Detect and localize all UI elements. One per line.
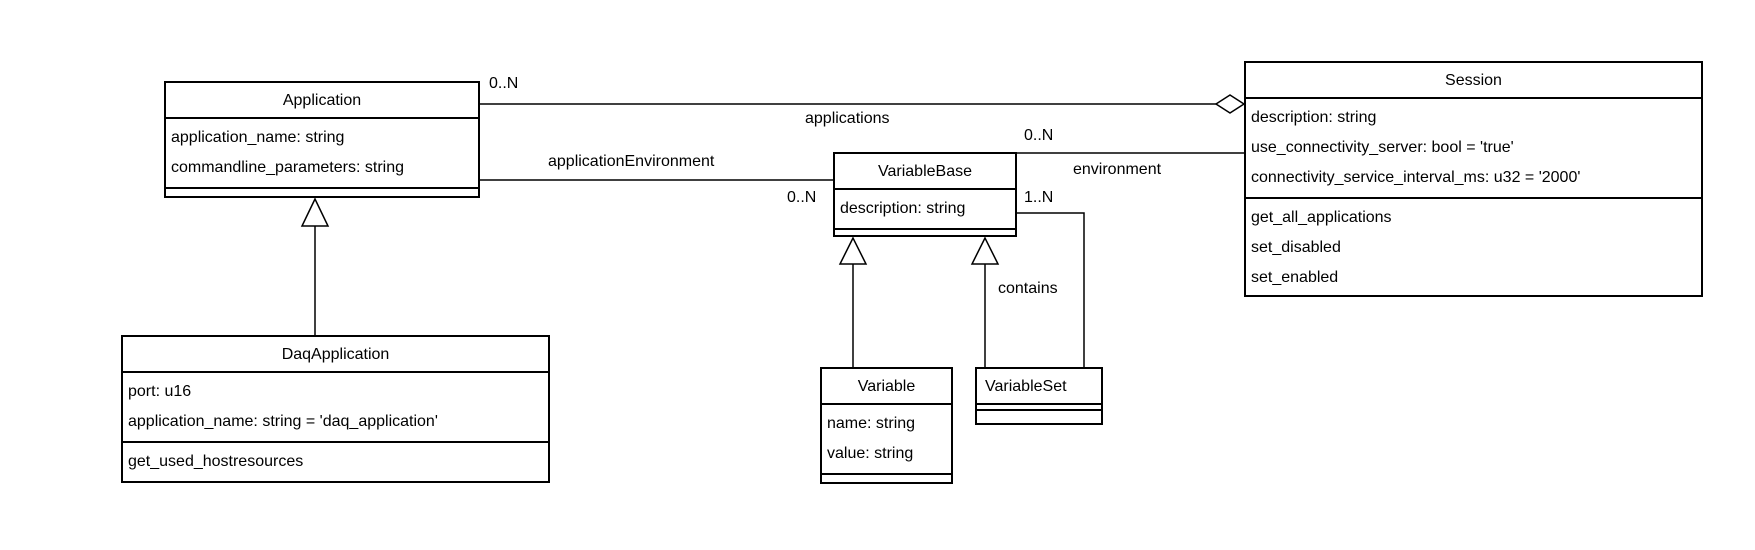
class-session-name: Session — [1246, 63, 1701, 99]
operation: get_used_hostresources — [128, 453, 304, 470]
aggregation-diamond-icon — [1214, 94, 1246, 114]
attribute: use_connectivity_server: bool = 'true' — [1251, 139, 1514, 156]
variable-generalization-triangle-icon — [838, 236, 868, 265]
class-daq-application-operations: get_used_hostresources — [123, 443, 548, 481]
contains-line — [1015, 212, 1085, 367]
class-daq-application-name: DaqApplication — [123, 337, 548, 373]
application-environment-multiplicity: 0..N — [787, 189, 817, 206]
class-variable-set: VariableSet — [975, 367, 1103, 425]
contains-multiplicity: 1..N — [1024, 189, 1054, 206]
class-variable-base-attributes: description: string — [835, 190, 1015, 230]
class-variable-attributes: name: string value: string — [822, 405, 951, 475]
class-application-attributes: application_name: string commandline_par… — [166, 119, 478, 189]
class-application: Application application_name: string com… — [164, 81, 480, 198]
class-daq-application: DaqApplication port: u16 application_nam… — [121, 335, 550, 483]
environment-multiplicity: 0..N — [1024, 127, 1054, 144]
class-variable-name: Variable — [822, 369, 951, 405]
daq-generalization-triangle-icon — [300, 197, 330, 227]
class-session-attributes: description: string use_connectivity_ser… — [1246, 99, 1701, 199]
attribute: commandline_parameters: string — [171, 159, 404, 176]
application-environment-label: applicationEnvironment — [548, 153, 715, 170]
class-application-name: Application — [166, 83, 478, 119]
class-variable-base-name: VariableBase — [835, 154, 1015, 190]
attribute: application_name: string = 'daq_applicat… — [128, 413, 438, 430]
class-session-operations: get_all_applications set_disabled set_en… — [1246, 199, 1701, 297]
contains-label: contains — [998, 280, 1058, 297]
class-daq-application-attributes: port: u16 application_name: string = 'da… — [123, 373, 548, 443]
class-variable-operations — [822, 475, 951, 479]
class-variable-set-operations — [977, 411, 1101, 415]
class-session: Session description: string use_connecti… — [1244, 61, 1703, 297]
class-variable-base-operations — [835, 230, 1015, 234]
class-variable-set-name: VariableSet — [977, 369, 1101, 405]
environment-label: environment — [1073, 161, 1162, 178]
class-variable-set-attributes — [977, 405, 1101, 411]
attribute: name: string — [827, 415, 916, 432]
attribute: connectivity_service_interval_ms: u32 = … — [1251, 169, 1581, 186]
class-application-operations — [166, 189, 478, 193]
class-variable: Variable name: string value: string — [820, 367, 953, 484]
applications-multiplicity: 0..N — [489, 75, 519, 92]
attribute: port: u16 — [128, 383, 192, 400]
attribute: description: string — [840, 200, 966, 217]
operation: get_all_applications — [1251, 209, 1392, 226]
operation: set_disabled — [1251, 239, 1341, 256]
variableset-generalization-triangle-icon — [970, 236, 1000, 265]
attribute: description: string — [1251, 109, 1377, 126]
attribute: value: string — [827, 445, 914, 462]
class-variable-base: VariableBase description: string — [833, 152, 1017, 237]
applications-label: applications — [805, 110, 890, 127]
attribute: application_name: string — [171, 129, 345, 146]
operation: set_enabled — [1251, 269, 1339, 286]
